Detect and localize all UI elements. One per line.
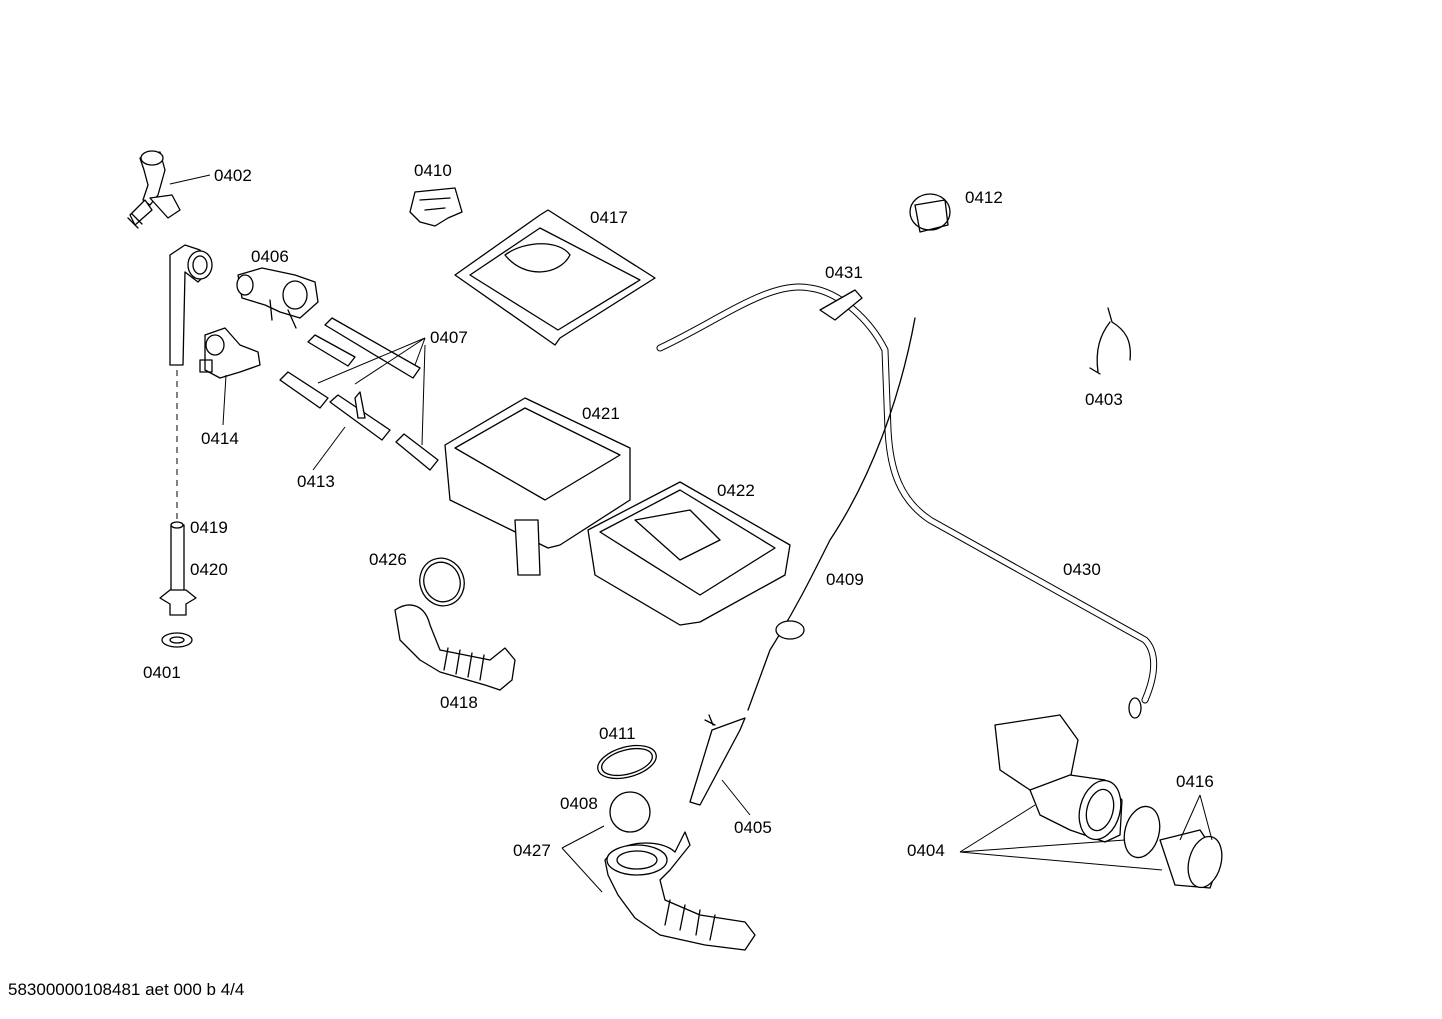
label-0414: 0414 [201, 429, 239, 448]
label-0430: 0430 [1063, 560, 1101, 579]
label-0420: 0420 [190, 560, 228, 579]
label-0427: 0427 [513, 841, 551, 860]
label-0410: 0410 [414, 161, 452, 180]
part-0421-drawer-housing [444, 397, 631, 576]
label-0407: 0407 [430, 328, 468, 347]
label-0402: 0402 [214, 166, 252, 185]
label-0421: 0421 [582, 404, 620, 423]
label-0406: 0406 [251, 247, 289, 266]
label-0412: 0412 [965, 188, 1003, 207]
part-0418-bellows [394, 604, 516, 691]
label-0405: 0405 [734, 818, 772, 837]
part-0405-tube [689, 714, 746, 806]
document-id-footer: 58300000108481 aet 000 b 4/4 [8, 980, 245, 999]
part-0412-pressure-switch [909, 193, 951, 233]
part-0406-double-valve [236, 267, 319, 329]
part-0414-valve [199, 327, 261, 379]
part-0431-hose [656, 283, 1158, 719]
part-0422-drawer [587, 481, 791, 626]
label-0404: 0404 [907, 841, 945, 860]
label-0418: 0418 [440, 693, 478, 712]
part-0410-clip [409, 187, 463, 227]
part-0411-ring [597, 744, 657, 780]
part-0409-cable [747, 317, 916, 711]
part-0408-ball [609, 791, 651, 833]
label-0419: 0419 [190, 518, 228, 537]
label-0413: 0413 [297, 472, 335, 491]
label-0401: 0401 [143, 663, 181, 682]
label-0416: 0416 [1176, 772, 1214, 791]
part-0419-0420-pipe [159, 244, 213, 648]
label-0431: 0431 [825, 263, 863, 282]
label-0411: 0411 [599, 724, 636, 743]
part-0426-ring [419, 557, 465, 607]
part-0416-filter [1159, 829, 1223, 889]
label-0403: 0403 [1085, 390, 1123, 409]
part-0407-hoses [279, 317, 439, 471]
part-0417-frame [454, 209, 656, 346]
label-0426: 0426 [369, 550, 407, 569]
label-0408: 0408 [560, 794, 598, 813]
part-0404-seal-ring [1123, 805, 1161, 859]
part-0403-bracket [1089, 307, 1131, 375]
label-0417: 0417 [590, 208, 628, 227]
part-0402-y-connector [127, 150, 181, 229]
part-0427-sump [604, 831, 756, 951]
label-0409: 0409 [826, 570, 864, 589]
label-0422: 0422 [717, 481, 755, 500]
part-0404-pump [994, 714, 1123, 843]
